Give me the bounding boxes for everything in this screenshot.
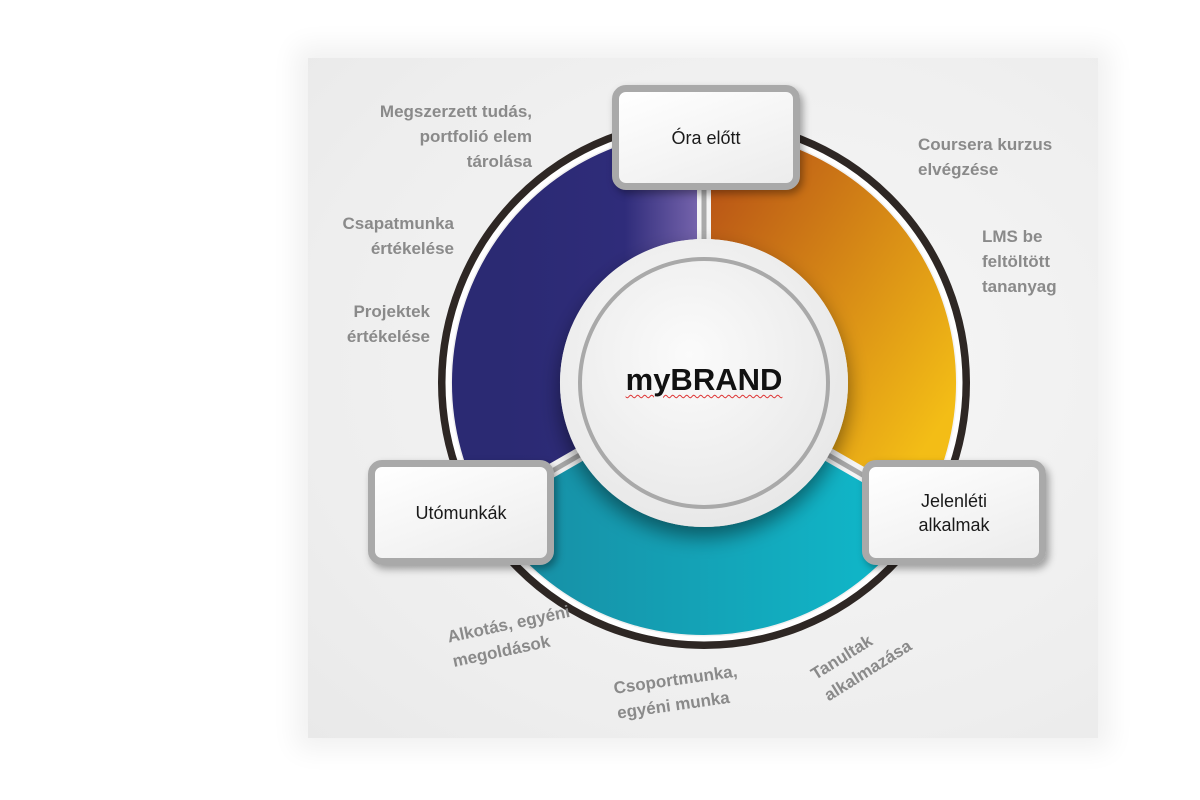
stage-box-during: Jelenléti alkalmak (862, 460, 1046, 565)
label-portfolio: Megszerzett tudás, portfolió elem tárolá… (379, 102, 532, 171)
segment-after (451, 131, 706, 509)
center-title: myBRAND (625, 362, 783, 397)
label-project-eval: Projektek értékelése (346, 302, 430, 346)
stage-box-before: Óra előtt (612, 85, 800, 190)
label-coursera: Coursera kurzus elvégzése (918, 135, 1053, 179)
segment-during (485, 453, 923, 636)
label-lms: LMS be feltöltött tananyag (982, 227, 1057, 296)
stage-box-after: Utómunkák (368, 460, 554, 565)
label-teamwork-eval: Csapatmunka értékelése (342, 214, 454, 258)
center-circle (560, 239, 848, 527)
center-circle-ring (578, 257, 830, 509)
segment-before (702, 131, 957, 509)
